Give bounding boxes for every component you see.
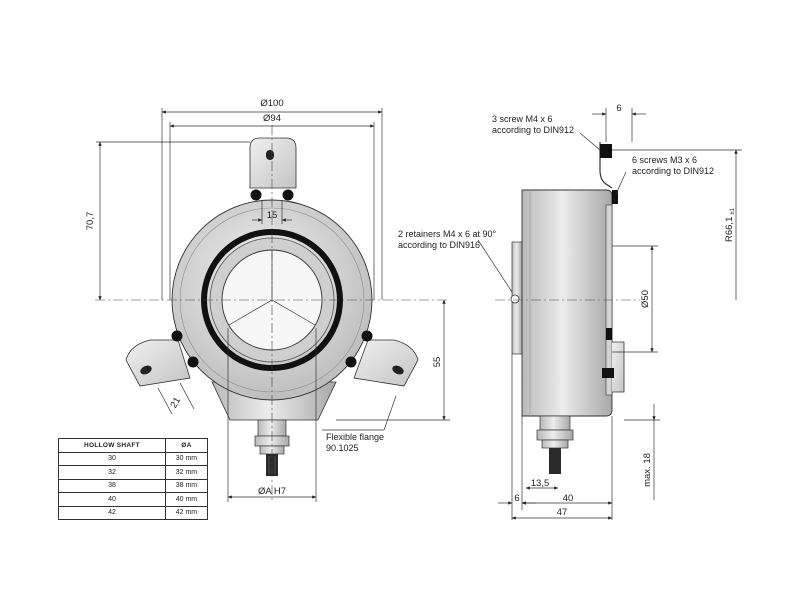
dim-screw-offset: 6	[616, 103, 621, 114]
cell-shaft: 42	[58, 505, 166, 520]
side-view	[477, 108, 742, 520]
dim-slot: 15	[267, 210, 278, 221]
dim-inner-diameter: Ø50	[640, 290, 651, 308]
right-bracket	[353, 339, 419, 387]
right-bracket-slot	[392, 365, 404, 375]
top-bracket	[249, 137, 297, 189]
dim-outer-diameter: Ø100	[260, 98, 283, 109]
dim-bolt-diameter: Ø94	[263, 113, 281, 124]
screw-note2-line2: according to DIN912	[632, 166, 714, 176]
header-diameter-a: ØA	[164, 438, 209, 453]
dim-bottom-6: 6	[514, 493, 519, 504]
cell-diameter: 40 mm	[164, 492, 209, 507]
side-flange-lower	[612, 341, 625, 393]
cell-shaft: 32	[58, 465, 166, 480]
screw	[250, 189, 262, 201]
screw-note-line1: 3 screw M4 x 6	[492, 114, 553, 124]
header-hollow-shaft: HOLLOW SHAFT	[58, 438, 166, 453]
dim-cable-max: max. 18	[642, 453, 653, 487]
left-bracket	[125, 339, 191, 387]
front-view	[95, 108, 450, 502]
side-flange-screw	[600, 144, 612, 158]
dim-height: 70,7	[85, 212, 96, 231]
screw	[171, 330, 183, 342]
retainer-note-line1: 2 retainers M4 x 6 at 90°	[398, 229, 497, 239]
left-bracket-slot	[140, 365, 152, 375]
cell-diameter: 32 mm	[164, 465, 209, 480]
table-header-row: HOLLOW SHAFT ØA	[58, 438, 209, 453]
screw	[345, 356, 357, 368]
side-body	[521, 189, 613, 417]
cell-diameter: 42 mm	[164, 505, 209, 520]
cell-shaft: 38	[58, 478, 166, 493]
screw-note-line2: according to DIN912	[492, 125, 574, 135]
retainer-screw	[510, 294, 520, 304]
flange-label-line2: 90.1025	[326, 443, 359, 453]
dim-lower: 55	[432, 357, 443, 368]
screw	[361, 330, 373, 342]
top-bracket-slot	[266, 150, 274, 160]
dim-bottom-47: 47	[557, 507, 568, 518]
screw-note2-line1: 6 screws M3 x 6	[632, 155, 697, 165]
dim-bottom-40: 40	[563, 493, 574, 504]
dim-radius: R66,1±1	[724, 207, 736, 242]
retainer-note-line2: according to DIN916	[398, 240, 480, 250]
dim-bore: ØA H7	[258, 486, 286, 497]
cell-shaft: 30	[58, 451, 166, 466]
dim-collar: 13,5	[531, 478, 550, 489]
screw	[282, 189, 294, 201]
cell-diameter: 38 mm	[164, 478, 209, 493]
screw	[187, 356, 199, 368]
cell-diameter: 30 mm	[164, 451, 209, 466]
side-flange	[599, 142, 613, 189]
cell-shaft: 40	[58, 492, 166, 507]
dim-arm-width: 21	[168, 395, 183, 410]
side-cable	[549, 448, 561, 474]
flange-label-line1: Flexible flange	[326, 432, 384, 442]
